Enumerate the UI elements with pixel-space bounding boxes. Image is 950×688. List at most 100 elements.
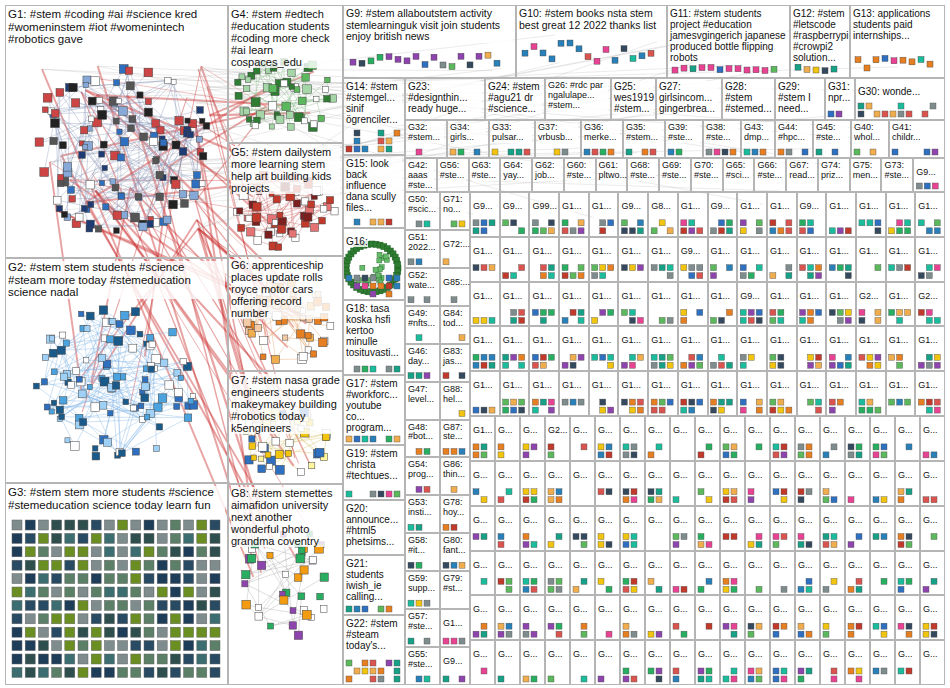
vertex-icon (383, 254, 388, 259)
vertex-icon (916, 183, 922, 189)
vertex-icon (719, 228, 725, 234)
vertex-icon (681, 220, 687, 226)
vertex-icon (118, 547, 128, 557)
vertex-icon (522, 50, 528, 56)
vertex-icon (93, 446, 98, 451)
vertex-icon (778, 407, 784, 413)
vertex-icon (927, 61, 933, 67)
vertex-icon (608, 309, 614, 315)
vertex-icon (12, 614, 22, 624)
vertex-icon (719, 317, 725, 323)
vertex-icon (659, 399, 665, 405)
vertex-icon (531, 444, 537, 450)
vertex-icon (123, 399, 129, 405)
vertex-icon (473, 265, 479, 271)
vertex-icon (867, 407, 873, 413)
vertex-icon (303, 85, 312, 94)
vertex-icon (443, 562, 449, 568)
vertex-icon (924, 149, 930, 155)
vertex-icon (771, 66, 777, 72)
vertex-icon (659, 220, 665, 226)
tie-line (124, 121, 179, 215)
vertex-icon (848, 444, 854, 450)
vertex-icon (243, 108, 249, 114)
vertex-icon (897, 317, 903, 323)
vertex-icon (651, 362, 657, 368)
vertex-icon (651, 407, 657, 413)
vertex-icon (310, 351, 316, 357)
vertex-icon (845, 362, 851, 368)
tie-line (84, 126, 206, 209)
vertex-icon (170, 641, 180, 651)
vertex-icon (770, 399, 776, 405)
vertex-icon (190, 393, 195, 398)
vertex-icon (104, 667, 114, 677)
vertex-icon (170, 587, 180, 597)
vertex-icon (473, 407, 479, 413)
vertex-icon (370, 366, 376, 372)
vertex-icon (697, 399, 703, 405)
vertex-icon (837, 265, 843, 271)
vertex-icon (38, 574, 48, 584)
vertex-icon (837, 399, 843, 405)
tie-line (95, 378, 181, 407)
vertex-icon (511, 309, 517, 315)
vertex-icon (532, 309, 538, 315)
vertex-icon (562, 220, 568, 226)
vertex-icon (422, 62, 428, 68)
tie-line (277, 199, 296, 238)
vertex-icon (889, 354, 895, 360)
vertex-icon (210, 520, 220, 530)
vertex-icon (540, 317, 546, 323)
vertex-icon (481, 265, 487, 271)
vertex-icon (808, 265, 814, 271)
vertex-icon (408, 524, 414, 530)
vertex-icon (511, 317, 517, 323)
vertex-icon (424, 486, 430, 492)
vertex-icon (451, 221, 457, 227)
vertex-icon (697, 265, 703, 271)
vertex-icon (52, 547, 62, 557)
vertex-icon (65, 547, 75, 557)
vertex-icon (174, 369, 181, 376)
vertex-icon (118, 587, 128, 597)
vertex-icon (697, 309, 703, 315)
vertex-icon (12, 600, 22, 610)
vertex-icon (859, 407, 865, 413)
vertex-icon (451, 486, 457, 492)
vertex-icon (78, 390, 86, 398)
vertex-icon (443, 638, 449, 644)
vertex-icon (584, 149, 590, 155)
vertex-icon (83, 82, 88, 87)
vertex-icon (304, 213, 312, 221)
vertex-icon (104, 560, 114, 570)
vertex-icon (104, 600, 114, 610)
vertex-icon (629, 362, 635, 368)
vertex-icon (756, 265, 762, 271)
vertex-icon (174, 404, 180, 410)
vertex-icon (629, 354, 635, 360)
vertex-icon (637, 317, 643, 323)
vertex-icon (608, 220, 614, 226)
vertex-icon (180, 358, 186, 364)
vertex-icon (157, 614, 167, 624)
vertex-icon (898, 111, 904, 117)
vertex-icon (65, 667, 75, 677)
vertex-icon (112, 382, 119, 389)
vertex-icon (38, 654, 48, 664)
vertex-icon (65, 587, 75, 597)
vertex-icon (648, 452, 654, 458)
vertex-icon (57, 180, 63, 186)
vertex-icon (882, 111, 888, 117)
vertex-icon (302, 118, 308, 124)
vertex-icon (594, 58, 600, 64)
vertex-icon (184, 414, 192, 422)
vertex-icon (623, 444, 629, 450)
vertex-icon (889, 399, 895, 405)
vertex-icon (25, 667, 35, 677)
tie-line (61, 310, 103, 350)
vertex-icon (727, 265, 733, 271)
vertex-icon (239, 74, 245, 80)
vertex-icon (548, 273, 554, 279)
vertex-icon (184, 574, 194, 584)
